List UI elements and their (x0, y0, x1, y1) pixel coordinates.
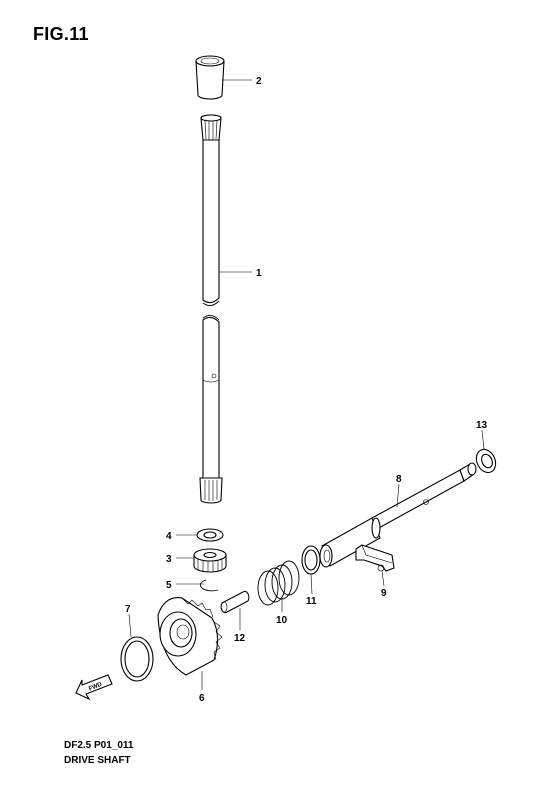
callout-9: 9 (381, 588, 387, 599)
part-1-drive-shaft[interactable] (199, 114, 223, 504)
part-9-cam[interactable] (355, 544, 395, 572)
part-10-spring[interactable] (257, 560, 300, 606)
callout-1: 1 (256, 268, 262, 279)
part-7-o-ring[interactable] (120, 636, 154, 682)
callout-8: 8 (396, 474, 402, 485)
part-6-bevel-gear[interactable] (157, 597, 223, 676)
part-12-pin[interactable] (220, 590, 250, 614)
forward-arrow-icon: FWD (75, 674, 113, 701)
part-11-washer[interactable] (301, 545, 321, 575)
callout-10: 10 (276, 615, 288, 626)
callout-13: 13 (476, 420, 488, 431)
part-3-pinion-gear[interactable] (193, 548, 227, 573)
part-5-circlip[interactable] (199, 579, 219, 592)
fwd-label: FWD (88, 681, 104, 692)
callout-5: 5 (166, 580, 172, 591)
callout-3: 3 (166, 554, 172, 565)
leader-lines (128, 79, 485, 690)
part-8-shift-rod[interactable] (319, 462, 477, 568)
figure-name: DRIVE SHAFT (64, 755, 131, 766)
part-4-washer[interactable] (196, 528, 224, 542)
callout-12: 12 (234, 633, 246, 644)
callout-labels: 1 2 3 4 5 6 7 8 9 10 11 12 13 (125, 76, 488, 704)
callout-4: 4 (166, 531, 172, 542)
callout-11: 11 (306, 596, 317, 607)
part-2-bushing[interactable] (195, 55, 225, 100)
callout-2: 2 (256, 76, 262, 87)
figure-title: FIG.11 (33, 24, 89, 44)
callout-6: 6 (199, 693, 205, 704)
callout-7: 7 (125, 604, 131, 615)
part-13-seal[interactable] (473, 446, 499, 475)
figure-footer: DF2.5 P01_011 DRIVE SHAFT (64, 738, 134, 768)
figure-code: DF2.5 P01_011 (64, 740, 134, 751)
